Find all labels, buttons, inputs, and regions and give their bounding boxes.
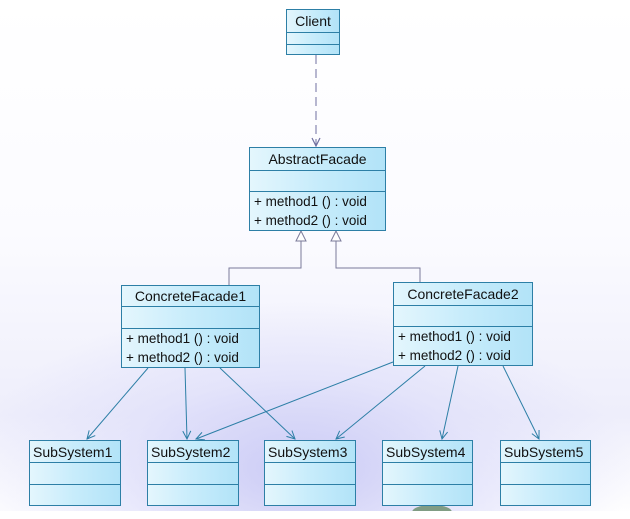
class-name: SubSystem4 — [383, 441, 472, 463]
class-client[interactable]: Client — [286, 9, 340, 55]
operation-method2: + method2 () : void — [254, 213, 367, 228]
operations-compartment: + method1 () : void + method2 () : void — [250, 192, 385, 230]
assoc-cf2-ss5 — [502, 365, 539, 439]
attributes-compartment — [148, 463, 238, 485]
class-name: SubSystem1 — [30, 441, 120, 463]
class-subsystem3[interactable]: SubSystem3 — [264, 440, 356, 506]
operations-compartment — [287, 45, 339, 54]
assoc-cf2-ss4 — [442, 365, 459, 439]
class-name: SubSystem5 — [501, 441, 590, 463]
attributes-compartment — [287, 33, 339, 45]
attributes-compartment — [265, 463, 355, 485]
operation-method1: + method1 () : void — [398, 329, 511, 344]
operations-compartment — [501, 485, 590, 505]
class-name: SubSystem3 — [265, 441, 355, 463]
generalization-triangle-cf1 — [295, 229, 307, 242]
class-subsystem1[interactable]: SubSystem1 — [29, 440, 121, 506]
attributes-compartment — [394, 306, 532, 327]
class-name: SubSystem2 — [148, 441, 238, 463]
operation-method1: + method1 () : void — [254, 194, 367, 209]
assoc-cf1-ss2 — [185, 367, 187, 439]
class-concrete-facade2[interactable]: ConcreteFacade2 + method1 () : void + me… — [393, 282, 533, 366]
operations-compartment — [383, 485, 472, 505]
class-subsystem2[interactable]: SubSystem2 — [147, 440, 239, 506]
operation-method2: + method2 () : void — [126, 350, 239, 365]
class-name: ConcreteFacade1 — [122, 286, 259, 308]
assoc-cf1-ss3 — [219, 367, 295, 439]
attributes-compartment — [383, 463, 472, 485]
class-abstract-facade[interactable]: AbstractFacade + method1 () : void + met… — [249, 147, 386, 231]
attributes-compartment — [30, 463, 120, 485]
class-name: AbstractFacade — [250, 148, 385, 171]
attributes-compartment — [122, 307, 259, 329]
operations-compartment — [265, 485, 355, 505]
generalization-line-cf1 — [228, 241, 302, 285]
class-concrete-facade1[interactable]: ConcreteFacade1 + method1 () : void + me… — [121, 285, 260, 368]
operations-compartment — [30, 485, 120, 505]
generalization-triangle-cf2 — [330, 229, 342, 242]
attributes-compartment — [501, 463, 590, 485]
operations-compartment — [148, 485, 238, 505]
operation-method2: + method2 () : void — [398, 348, 511, 363]
bottom-margin — [0, 511, 630, 519]
assoc-cf1-ss1 — [87, 367, 149, 439]
class-subsystem4[interactable]: SubSystem4 — [382, 440, 473, 506]
operations-compartment: + method1 () : void + method2 () : void — [122, 329, 259, 367]
attributes-compartment — [250, 171, 385, 192]
class-subsystem5[interactable]: SubSystem5 — [500, 440, 591, 506]
assoc-cf2-ss3 — [336, 365, 426, 439]
assoc-cf2-ss2 — [196, 361, 394, 439]
generalization-line-cf2 — [335, 241, 421, 282]
operations-compartment: + method1 () : void + method2 () : void — [394, 327, 532, 365]
operation-method1: + method1 () : void — [126, 331, 239, 346]
class-name: Client — [287, 10, 339, 33]
class-name: ConcreteFacade2 — [394, 283, 532, 306]
